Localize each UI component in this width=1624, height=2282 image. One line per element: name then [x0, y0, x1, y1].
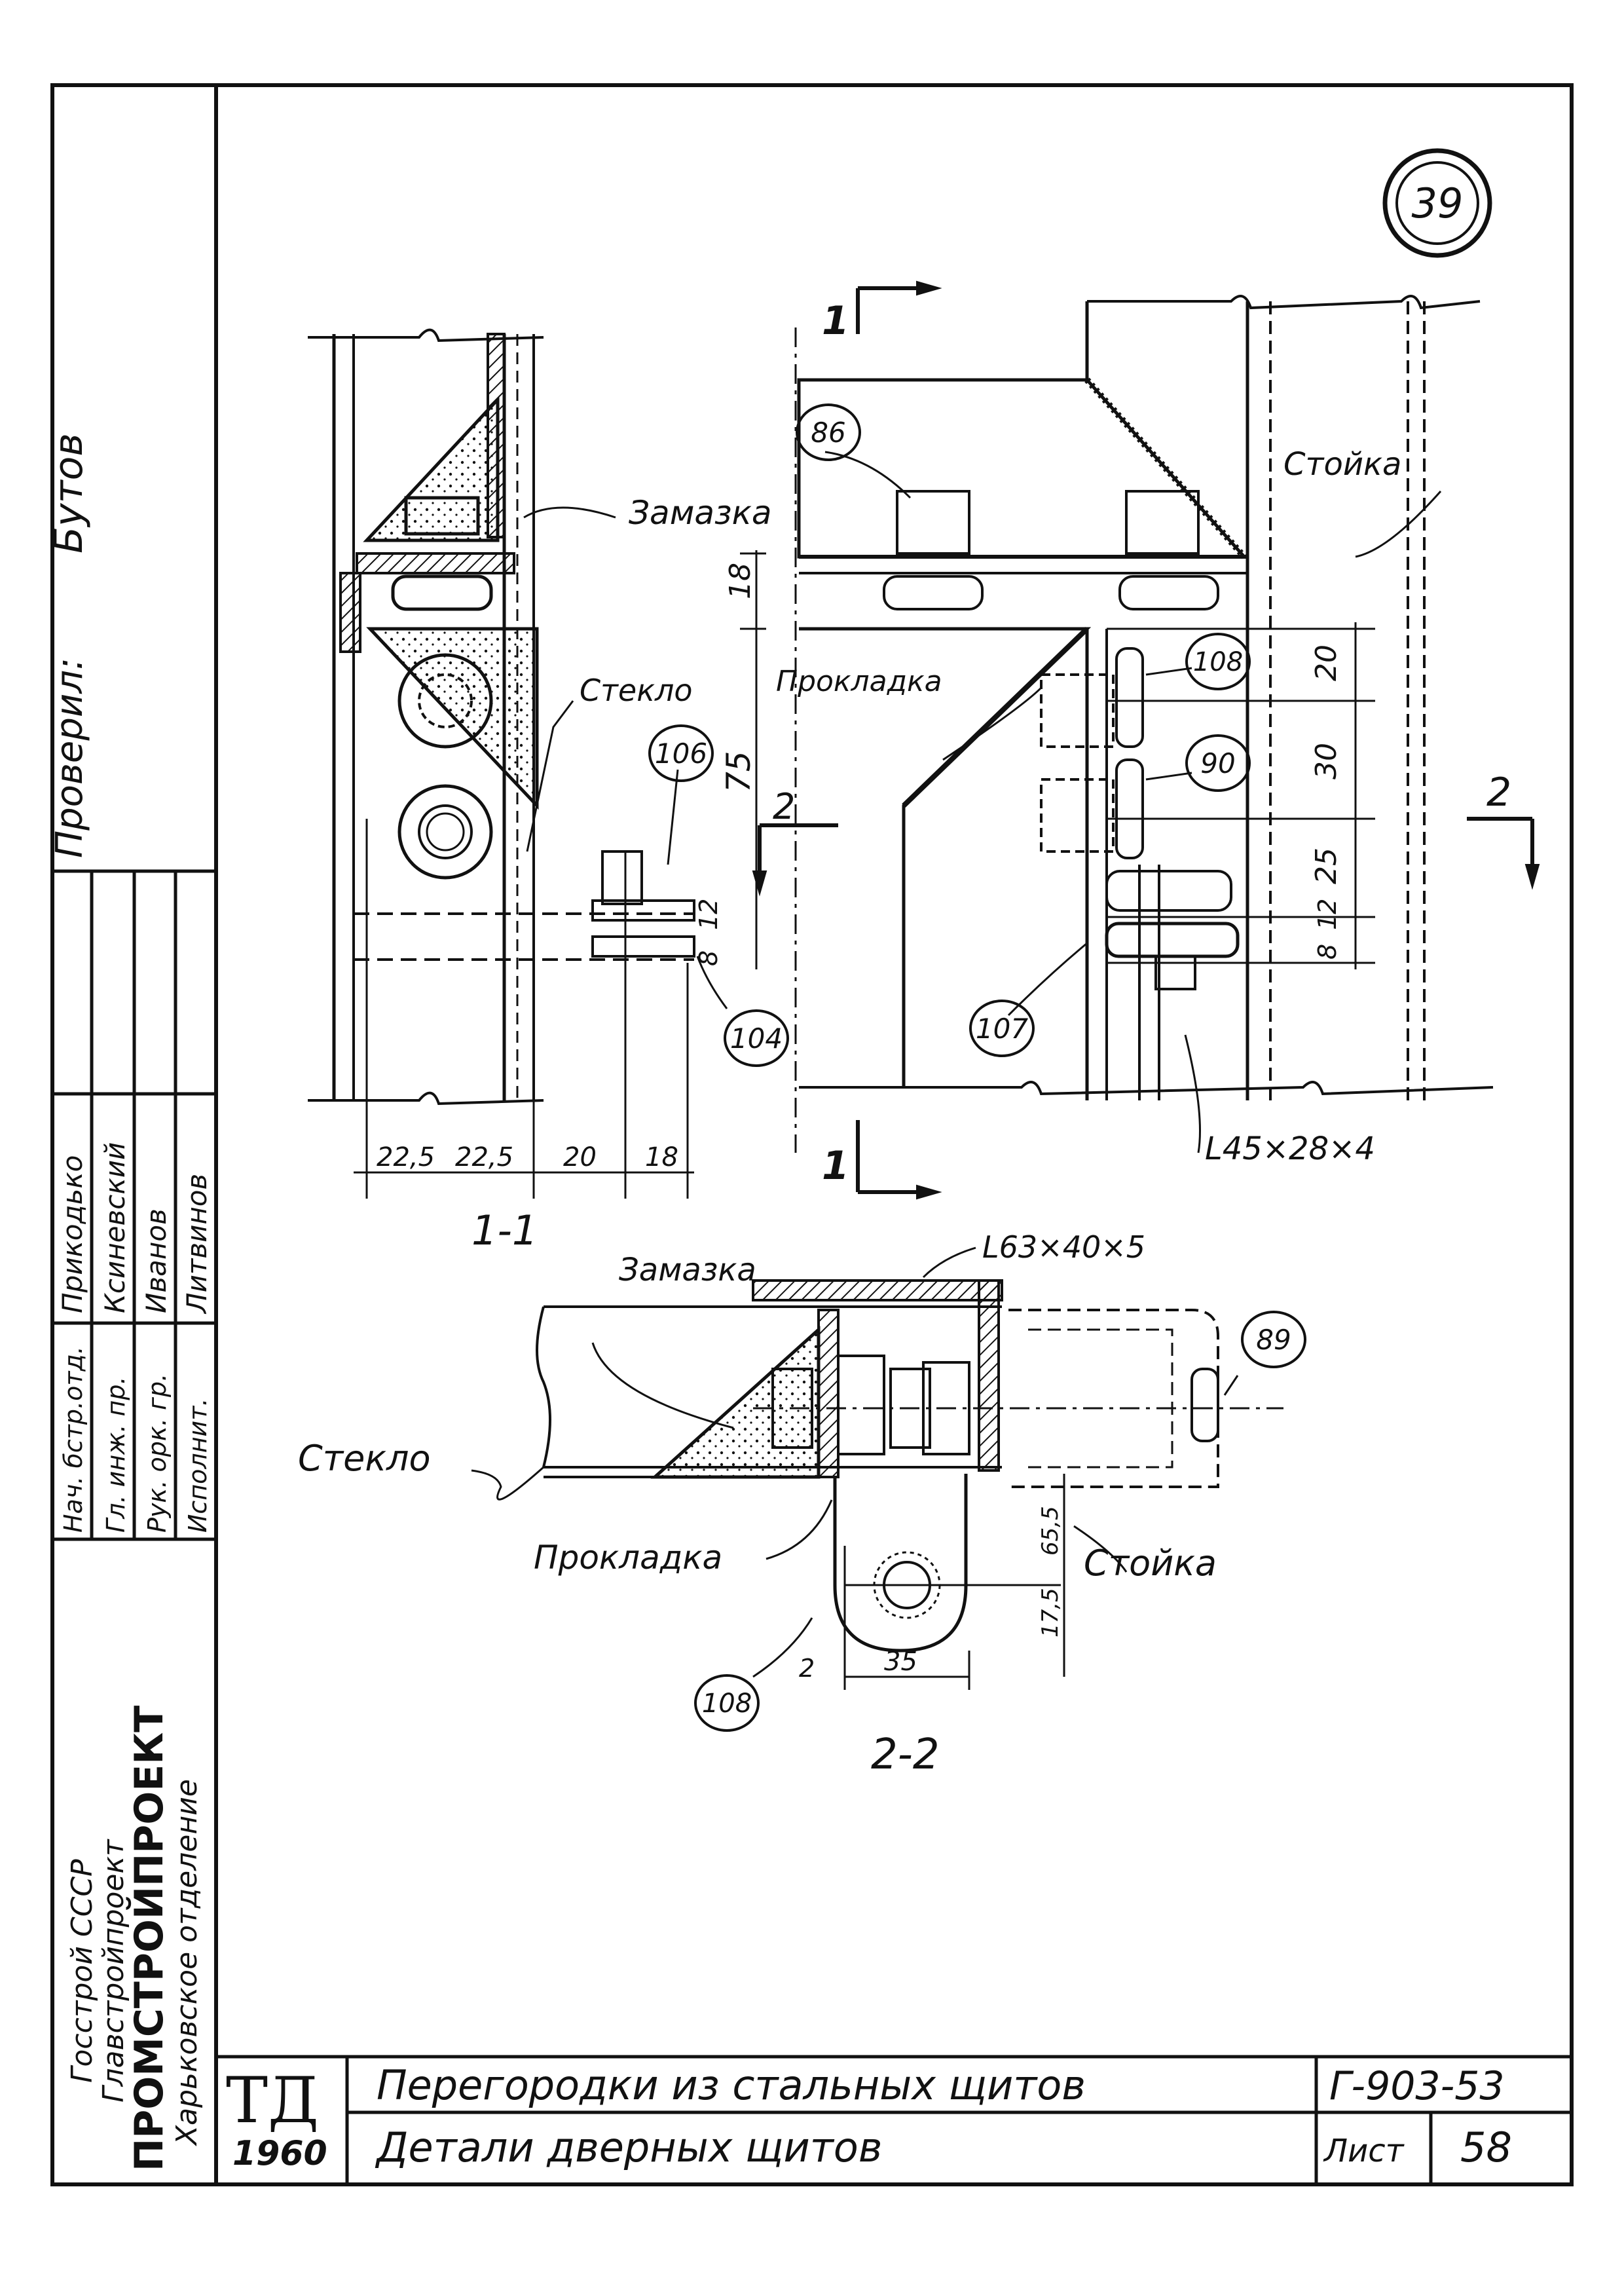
dim-bottom-4: 18	[645, 1142, 678, 1172]
dim-elev-12: 12	[1313, 899, 1342, 930]
sheet-number-circle-text: 39	[1412, 179, 1464, 227]
stoika-label-2: Стойка	[1084, 1543, 1217, 1584]
dim-elev-30: 30	[1310, 743, 1343, 779]
sheet-frame	[50, 83, 1574, 2186]
dim-elev-20: 20	[1310, 645, 1343, 681]
section-2-2-label: 2-2	[871, 1730, 940, 1779]
prokladka-label-1: Прокладка	[776, 665, 942, 698]
callout-106: 106	[648, 724, 714, 782]
sheet-number: 58	[1460, 2123, 1512, 2171]
cut-mark-right: 2	[1486, 770, 1511, 815]
title-year: 1960	[232, 2134, 327, 2173]
stoika-label-1: Стойка	[1283, 446, 1401, 483]
dim-12-vertical: 12	[694, 899, 723, 930]
callout-90: 90	[1185, 734, 1251, 792]
drawing-code: Г-903-53	[1329, 2063, 1505, 2109]
callout-108-elev: 108	[1185, 633, 1251, 690]
staff-name-2: Ксиневский	[99, 1142, 131, 1313]
dim-bottom-2: 22,5	[455, 1142, 513, 1172]
staff-role-2: Гл. инж. пр.	[101, 1376, 130, 1533]
section-1-1-label: 1-1	[471, 1206, 538, 1254]
dim-17-5: 17,5	[1037, 1588, 1063, 1637]
callout-89: 89	[1241, 1311, 1306, 1368]
dim-elev-25: 25	[1310, 848, 1343, 884]
callout-107-text: 107	[976, 1013, 1028, 1045]
checked-name: Бутов	[46, 433, 92, 553]
staff-role-1: Нач. бстр.отд.	[59, 1346, 88, 1533]
dim-75-vertical: 75	[720, 751, 758, 793]
dim-2: 2	[799, 1654, 815, 1683]
angle-label-63: L63×40×5	[982, 1229, 1145, 1265]
dim-35: 35	[884, 1647, 917, 1677]
zamazka-label-1: Замазка	[629, 494, 771, 532]
callout-89-text: 89	[1256, 1324, 1291, 1356]
callout-86: 86	[796, 403, 861, 461]
sheet-title: Перегородки из стальных щитов	[377, 2061, 1086, 2109]
steklo-label-1: Стекло	[580, 673, 693, 708]
dim-65-5: 65,5	[1037, 1506, 1063, 1556]
callout-107: 107	[969, 1000, 1035, 1057]
steklo-label-2: Стекло	[298, 1438, 431, 1479]
dim-bottom-3: 20	[563, 1142, 597, 1172]
staff-name-1: Прикодько	[56, 1155, 88, 1313]
staff-name-4: Литвинов	[181, 1174, 213, 1315]
staff-role-4: Исполнит.	[183, 1398, 212, 1533]
section-2-2: L63×40×5 Замазка Стекло Прокладка Стойка…	[298, 1229, 1306, 1779]
sheet-subtitle: Детали дверных щитов	[375, 2123, 882, 2171]
prokladka-label-2: Прокладка	[534, 1539, 722, 1577]
dim-18-vertical: 18	[724, 563, 757, 599]
callout-104: 104	[724, 1009, 789, 1067]
cut-mark-bottom: 1	[822, 1143, 849, 1189]
callout-106-text: 106	[655, 738, 707, 770]
title-block: ТД 1960 Перегородки из стальных щитов Де…	[216, 2055, 1572, 2184]
section-1-1: Замазка Стекло 106 104 18 75 8 12 22,5 2…	[308, 328, 789, 1254]
side-stamp: Проверил: Бутов Нач. бстр.отд. Прикодько…	[46, 433, 216, 2171]
callout-90-text: 90	[1200, 747, 1235, 779]
dim-bottom-1: 22,5	[377, 1142, 435, 1172]
cut-mark-top: 1	[822, 298, 849, 344]
cut-mark-left: 2	[773, 786, 795, 827]
callout-104-text: 104	[730, 1022, 783, 1055]
zamazka-label-2: Замазка	[619, 1252, 756, 1288]
org-dept: Харьковское отделение	[170, 1779, 204, 2146]
elevation-view: 1 1 2 2 86 108 90 107 Прокладка Стойка 2…	[752, 280, 1540, 1200]
title-mark: ТД	[226, 2064, 319, 2137]
callout-108-elev-text: 108	[1193, 647, 1243, 677]
org-line-2: Главстройпроект	[97, 1839, 130, 2103]
staff-role-3: Рук. орк. гр.	[143, 1374, 172, 1533]
dim-elev-8: 8	[1313, 944, 1342, 960]
callout-108-sec: 108	[694, 1674, 760, 1732]
staff-name-3: Иванов	[140, 1208, 172, 1313]
dim-8-vertical: 8	[694, 950, 723, 966]
callout-108-sec-text: 108	[702, 1689, 752, 1719]
callout-86-text: 86	[811, 417, 845, 449]
org-line-1: Госстрой СССР	[65, 1859, 99, 2083]
sheet-label: Лист	[1323, 2133, 1405, 2169]
angle-label-45: L45×28×4	[1205, 1131, 1375, 1167]
org-name: ПРОМСТРОЙПРОЕКТ	[125, 1706, 172, 2171]
sheet-number-circle: 39	[1382, 148, 1492, 258]
checked-label: Проверил:	[48, 658, 91, 858]
